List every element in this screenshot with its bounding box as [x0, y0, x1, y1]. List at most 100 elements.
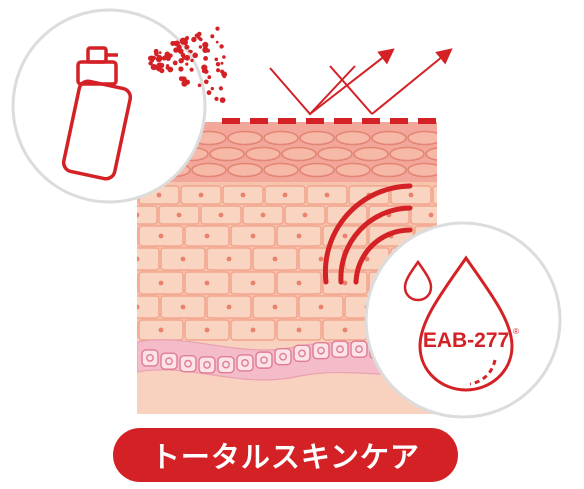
- skin-cell: [432, 185, 437, 205]
- mist-dot: [173, 41, 177, 44]
- skin-cell: [353, 146, 389, 162]
- skin-cell: [227, 130, 263, 146]
- mist-dot: [185, 62, 189, 66]
- mist-dot: [172, 60, 178, 66]
- cell-nucleus: [158, 233, 164, 239]
- cell-nucleus: [113, 234, 118, 239]
- cell-nucleus: [451, 193, 456, 198]
- cell-nucleus: [342, 327, 348, 333]
- basal-cell: [160, 352, 178, 370]
- cell-nucleus: [137, 304, 140, 310]
- mist-dot: [150, 58, 155, 63]
- mist-dot: [222, 55, 226, 59]
- mist-dot: [179, 37, 187, 44]
- mist-dot: [168, 53, 173, 58]
- cell-nucleus: [158, 327, 164, 333]
- skin-cell: [444, 132, 478, 145]
- mist-dot: [156, 54, 163, 61]
- cell-nucleus: [318, 256, 324, 262]
- skin-cell: [263, 130, 299, 146]
- mist-dot: [178, 48, 184, 54]
- mist-dot: [210, 34, 215, 39]
- spray-bottle-icon: [61, 46, 133, 181]
- mist-dot: [218, 86, 223, 91]
- mist-dot: [178, 76, 184, 82]
- mist-dot: [202, 46, 209, 54]
- cell-nucleus: [240, 192, 246, 198]
- basal-nucleus: [355, 345, 363, 354]
- skin-cell: [371, 130, 407, 146]
- basal-nucleus: [222, 360, 230, 369]
- skin-cell: [191, 162, 227, 178]
- basal-cell: [350, 340, 368, 358]
- cell-nucleus: [180, 256, 186, 262]
- caption-text: トータルスキンケア: [150, 440, 421, 474]
- basal-cell: [312, 341, 330, 360]
- mist-dot: [197, 83, 202, 88]
- cell-nucleus: [226, 304, 232, 310]
- spray-mist: [148, 26, 228, 103]
- basal-cell: [331, 340, 349, 358]
- skin-cell: [317, 146, 353, 162]
- skin-cell: [425, 147, 437, 161]
- basal-nucleus: [260, 356, 268, 365]
- droplet-icon: [403, 255, 514, 392]
- mist-dot: [194, 33, 199, 38]
- mist-dot: [207, 75, 212, 80]
- basal-nucleus: [165, 357, 173, 366]
- cell-nucleus: [318, 304, 324, 310]
- mist-dot: [201, 64, 208, 71]
- mist-dot: [214, 57, 219, 62]
- skin-cell: [410, 205, 437, 225]
- cell-nucleus: [272, 304, 278, 310]
- cell-nucleus: [218, 212, 224, 218]
- mist-dot: [219, 97, 226, 103]
- mist-dot: [210, 86, 214, 91]
- ingredient-circle: EAB-277 ®: [364, 221, 562, 419]
- basal-cell: [255, 351, 273, 369]
- skin-cell: [137, 272, 138, 294]
- cell-nucleus: [198, 192, 204, 198]
- basal-nucleus: [184, 359, 192, 368]
- cell-nucleus: [342, 280, 348, 286]
- signal-waves-icon: [322, 183, 413, 285]
- mist-dot: [181, 80, 188, 87]
- mist-dot: [202, 41, 209, 49]
- skin-cell: [444, 164, 478, 177]
- mist-dot: [204, 79, 209, 85]
- basal-cell: [198, 356, 216, 374]
- reflection-arrows-icon: [222, 48, 453, 124]
- cell-nucleus: [302, 212, 308, 218]
- cell-nucleus: [137, 212, 140, 218]
- mist-dot: [215, 26, 220, 31]
- skin-cell: [137, 295, 160, 319]
- mist-dot: [206, 90, 212, 96]
- skin-cell: [335, 162, 371, 178]
- cell-nucleus: [250, 327, 256, 333]
- mist-dot: [216, 68, 221, 73]
- skin-cell: [407, 162, 437, 178]
- cell-nucleus: [324, 192, 330, 198]
- skin-cell: [263, 162, 299, 178]
- mist-dot: [154, 53, 159, 57]
- cell-nucleus: [113, 328, 118, 333]
- skin-cell: [335, 130, 371, 146]
- caption-badge: トータルスキンケア: [113, 428, 458, 482]
- skin-cell: [137, 226, 138, 246]
- mist-dot: [165, 65, 170, 70]
- cell-nucleus: [204, 233, 210, 239]
- mist-dot: [184, 44, 190, 50]
- mist-dot: [159, 68, 165, 74]
- cell-nucleus: [296, 280, 302, 286]
- mist-dot: [222, 74, 226, 79]
- basal-nucleus: [146, 354, 154, 362]
- skin-cell: [227, 162, 263, 178]
- spray-circle: [11, 8, 228, 204]
- skin-cell: [299, 130, 335, 146]
- cell-nucleus: [428, 212, 434, 218]
- cell-nucleus: [226, 256, 232, 262]
- mist-dot: [173, 47, 179, 53]
- cell-nucleus: [176, 212, 182, 218]
- skin-cell: [371, 162, 407, 178]
